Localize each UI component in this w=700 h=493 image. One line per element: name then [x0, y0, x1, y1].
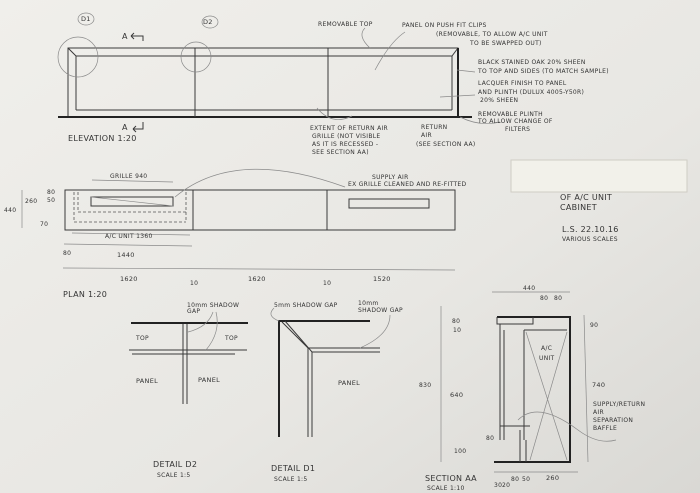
title-block: OF A/C UNIT CABINET L.S. 22.10.16 VARIOU… [510, 159, 688, 243]
note-grille-4: SEE SECTION AA) [312, 149, 369, 156]
title-line-1: OF A/C UNIT [560, 193, 612, 202]
d1-gap-10-2: SHADOW GAP [358, 307, 403, 314]
detail-tag-d2[interactable]: D2 [203, 18, 213, 26]
sec-dim-440: 440 [523, 285, 535, 292]
note-lacquer-2: AND PLINTH (DULUX 4005-Y50R) [478, 89, 584, 96]
sec-dim-left-80: 80 [452, 318, 460, 325]
plan-dim-260: 260 [25, 198, 37, 205]
detail-d2: 10mm SHADOW GAP TOP TOP PANEL PANEL DETA… [129, 302, 248, 479]
section-aa: A/C UNIT 80 10 830 640 80 100 440 80 80 … [419, 285, 645, 492]
plan-grille-label: GRILLE 940 [110, 173, 147, 180]
plan-dim-70: 70 [40, 221, 48, 228]
plan-dim-50: 50 [47, 197, 55, 204]
d2-top-right: TOP [224, 335, 238, 342]
sec-dim-90: 90 [590, 322, 598, 329]
d1-scale: SCALE 1:5 [274, 476, 308, 483]
note-oak-2: TO TOP AND SIDES (TO MATCH SAMPLE) [477, 68, 609, 75]
sec-dim-top-80a: 80 [540, 295, 548, 302]
plan-dim-440: 440 [4, 207, 16, 214]
detail-d1: 5mm SHADOW GAP 10mm SHADOW GAP PANEL DET… [270, 300, 403, 483]
sec-dim-830: 830 [419, 382, 431, 389]
plan-ac-unit-label: A/C UNIT 1360 [105, 233, 153, 240]
d2-title: DETAIL D2 [153, 460, 197, 469]
note-panel-clips-3: TO BE SWAPPED OUT) [469, 40, 542, 47]
sec-dim-740: 740 [592, 381, 605, 389]
note-oak-1: BLACK STAINED OAK 20% SHEEN [478, 59, 586, 66]
section-scale: SCALE 1:10 [427, 485, 465, 492]
d1-panel: PANEL [338, 379, 360, 387]
plan-dim-80: 80 [63, 250, 71, 257]
sec-dim-30: 30 [494, 482, 502, 489]
sec-unit-label-1: A/C [541, 345, 552, 352]
note-grille-2: GRILLE (NOT VISIBLE [312, 133, 381, 140]
plan-drawing: GRILLE 940 SUPPLY AIR EX GRILLE CLEANED … [4, 168, 466, 299]
sec-dim-bottom-80: 80 [511, 476, 519, 483]
plan-supply-note-1: SUPPLY AIR [372, 174, 409, 181]
note-plinth-2: TO ALLOW CHANGE OF [477, 118, 553, 125]
d2-panel-right: PANEL [198, 376, 220, 384]
scale-note: VARIOUS SCALES [562, 236, 618, 243]
sec-baffle-3: SEPARATION [593, 417, 633, 424]
title-line-2: CABINET [560, 203, 597, 212]
note-removable-top: REMOVABLE TOP [318, 21, 373, 28]
sec-baffle-1: SUPPLY/RETURN [593, 401, 645, 408]
sec-dim-left-80b: 80 [486, 435, 494, 442]
section-title: SECTION AA [425, 474, 477, 483]
note-grille-3: AS IT IS RECESSED - [312, 141, 378, 148]
section-marker-top: A [122, 32, 128, 41]
d1-gap-10-1: 10mm [358, 300, 379, 307]
plan-seg-2: 1620 [248, 275, 266, 283]
sec-dim-20: 20 [502, 482, 510, 489]
section-marker-bottom: A [122, 123, 128, 132]
elevation-drawing: D1 D2 A A ELEVATION 1:20 REMOVABLE TOP P… [57, 12, 609, 156]
note-lacquer-1: LACQUER FINISH TO PANEL [478, 80, 567, 87]
sec-dim-100: 100 [454, 448, 466, 455]
d2-scale: SCALE 1:5 [157, 472, 191, 479]
note-plinth-1: REMOVABLE PLINTH [478, 111, 543, 118]
detail-tag-d1[interactable]: D1 [81, 15, 91, 23]
note-return-2: AIR [421, 132, 432, 139]
author-date: L.S. 22.10.16 [562, 225, 619, 234]
plan-seg-3: 1520 [373, 275, 391, 283]
note-panel-clips-2: (REMOVABLE, TO ALLOW A/C UNIT [436, 31, 548, 38]
masking-tape [510, 159, 688, 193]
plan-dim-1440: 1440 [117, 251, 135, 259]
note-lacquer-3: 20% SHEEN [480, 97, 518, 104]
sec-dim-left-10: 10 [453, 327, 461, 334]
sec-dim-260: 260 [546, 474, 559, 482]
sec-unit-label-2: UNIT [539, 355, 555, 362]
sec-baffle-2: AIR [593, 409, 604, 416]
sec-dim-640: 640 [450, 391, 463, 399]
note-plinth-3: FILTERS [505, 126, 530, 133]
plan-supply-note-2: EX GRILLE CLEANED AND RE-FITTED [348, 181, 466, 188]
d1-title: DETAIL D1 [271, 464, 315, 473]
elevation-title: ELEVATION 1:20 [68, 134, 137, 143]
note-grille-1: EXTENT OF RETURN AIR [310, 125, 388, 132]
sec-dim-bottom-50: 50 [522, 476, 530, 483]
plan-dim-80b: 80 [47, 189, 55, 196]
plan-seg-1: 1620 [120, 275, 138, 283]
plan-seg-gap-2: 10 [323, 280, 331, 287]
d2-top-left: TOP [135, 335, 149, 342]
sec-dim-top-80b: 80 [554, 295, 562, 302]
note-panel-clips-1: PANEL ON PUSH FIT CLIPS [402, 22, 487, 29]
d2-gap-note-1: 10mm SHADOW [187, 302, 239, 309]
d2-panel-left: PANEL [136, 377, 158, 385]
d1-gap-5: 5mm SHADOW GAP [274, 302, 338, 309]
plan-title: PLAN 1:20 [63, 290, 107, 299]
sec-baffle-4: BAFFLE [593, 425, 617, 432]
plan-seg-gap-1: 10 [190, 280, 198, 287]
note-return-1: RETURN [421, 124, 447, 131]
d2-gap-note-2: GAP [187, 308, 200, 315]
note-return-3: (SEE SECTION AA) [416, 141, 476, 148]
